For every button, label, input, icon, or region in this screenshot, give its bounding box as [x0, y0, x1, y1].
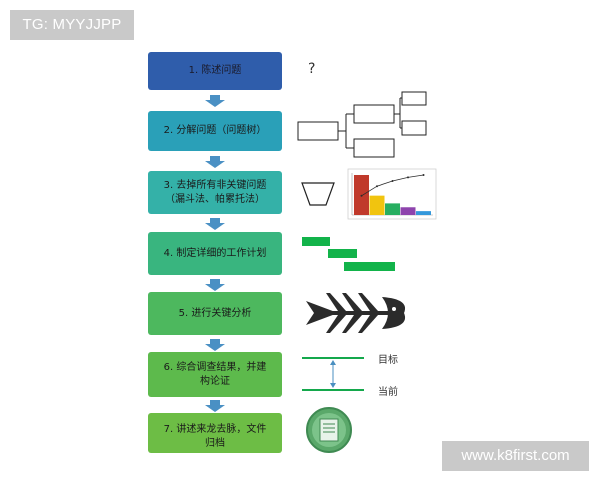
- step-3-box: 3. 去掉所有非关键问题 （漏斗法、帕累托法）: [148, 171, 282, 214]
- current-label: 当前: [378, 385, 398, 398]
- step-7-box: 7. 讲述来龙去脉，文件 归档: [148, 413, 282, 453]
- pareto-bar: [385, 203, 400, 215]
- problem-solving-diagram: 1. 陈述问题 2. 分解问题（问题树） 3. 去掉所有非关键问题 （漏斗法、帕…: [140, 43, 456, 453]
- step-1-box: 1. 陈述问题: [148, 52, 282, 90]
- issue-tree-icon: [297, 91, 427, 158]
- down-arrow-icon: [205, 279, 225, 291]
- pareto-bar: [400, 207, 416, 215]
- question-mark-icon: ?: [308, 61, 315, 77]
- step-5-box: 5. 进行关键分析: [148, 292, 282, 335]
- down-arrow-icon: [205, 400, 225, 412]
- pareto-point: [422, 174, 425, 176]
- pareto-point: [360, 194, 363, 197]
- fishbone-icon: [306, 293, 406, 333]
- down-arrow-icon: [205, 95, 225, 107]
- down-arrow-icon: [205, 218, 225, 230]
- corner-tag: TG: MYYJJPP: [10, 10, 134, 40]
- pareto-bar: [416, 211, 431, 215]
- gap-diagram-icon: [302, 357, 364, 391]
- funnel-icon: [301, 182, 335, 206]
- gantt-chart-icon: [302, 237, 395, 271]
- pareto-bar: [369, 195, 385, 215]
- pareto-chart-icon: [347, 168, 437, 220]
- pareto-point: [391, 180, 394, 182]
- pareto-point: [407, 176, 409, 179]
- down-arrow-icon: [205, 156, 225, 168]
- watermark: www.k8first.com: [442, 441, 589, 471]
- down-arrow-icon: [205, 339, 225, 351]
- document-archive-icon: [306, 407, 352, 453]
- diagram-canvas: 1. 陈述问题 2. 分解问题（问题树） 3. 去掉所有非关键问题 （漏斗法、帕…: [140, 43, 456, 453]
- target-label: 目标: [378, 354, 398, 366]
- step-2-box: 2. 分解问题（问题树）: [148, 111, 282, 151]
- illustrations-column: ?: [297, 61, 437, 453]
- pareto-point: [376, 185, 378, 188]
- step-6-box: 6. 综合调查结果，并建 构论证: [148, 352, 282, 397]
- step-4-box: 4. 制定详细的工作计划: [148, 232, 282, 275]
